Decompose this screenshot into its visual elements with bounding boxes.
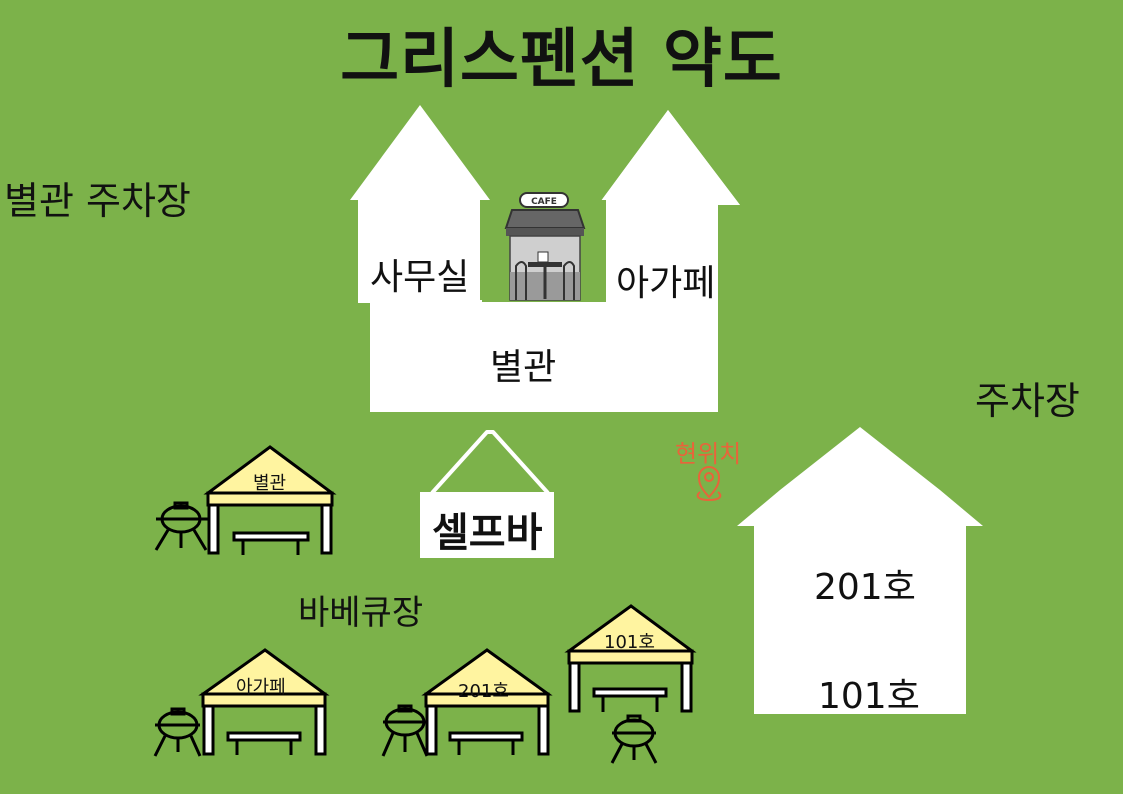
tent-label-101: 101호 bbox=[604, 632, 655, 653]
grill-icon bbox=[153, 707, 202, 757]
parking-label: 주차장 bbox=[975, 379, 1080, 423]
tent-101 bbox=[564, 604, 697, 764]
office-label: 사무실 bbox=[370, 257, 470, 298]
tent-label-agape: 아가페 bbox=[236, 677, 286, 698]
location-pin-icon bbox=[696, 466, 722, 502]
annex-parking-label: 별관 주차장 bbox=[4, 179, 191, 223]
tent-label-annex: 별관 bbox=[253, 473, 287, 494]
grill-icon bbox=[381, 704, 429, 757]
grill-icon bbox=[154, 501, 209, 551]
bbq-tents bbox=[153, 445, 697, 764]
tent-label-201: 201호 bbox=[458, 681, 509, 702]
room-101-label: 101호 bbox=[818, 676, 920, 717]
svg-text:CAFE: CAFE bbox=[531, 197, 557, 207]
room-201-label: 201호 bbox=[814, 567, 916, 608]
self-bar-label: 셀프바 bbox=[432, 510, 543, 556]
agape-label: 아가페 bbox=[616, 263, 716, 304]
current-location-label: 현위치 bbox=[675, 440, 742, 468]
cafe-icon: CAFE bbox=[482, 192, 606, 302]
tent-201 bbox=[381, 648, 553, 757]
self-bar-sign-shape bbox=[420, 430, 554, 558]
bbq-area-label: 바베큐장 bbox=[298, 593, 424, 633]
map-title: 그리스펜션 약도 bbox=[340, 23, 783, 97]
tent-annex bbox=[154, 445, 337, 555]
grill-icon bbox=[610, 714, 658, 764]
main-building-shape bbox=[737, 427, 983, 714]
annex-label: 별관 bbox=[490, 347, 557, 388]
annex-building-shape bbox=[350, 105, 740, 412]
tent-agape bbox=[153, 648, 330, 757]
